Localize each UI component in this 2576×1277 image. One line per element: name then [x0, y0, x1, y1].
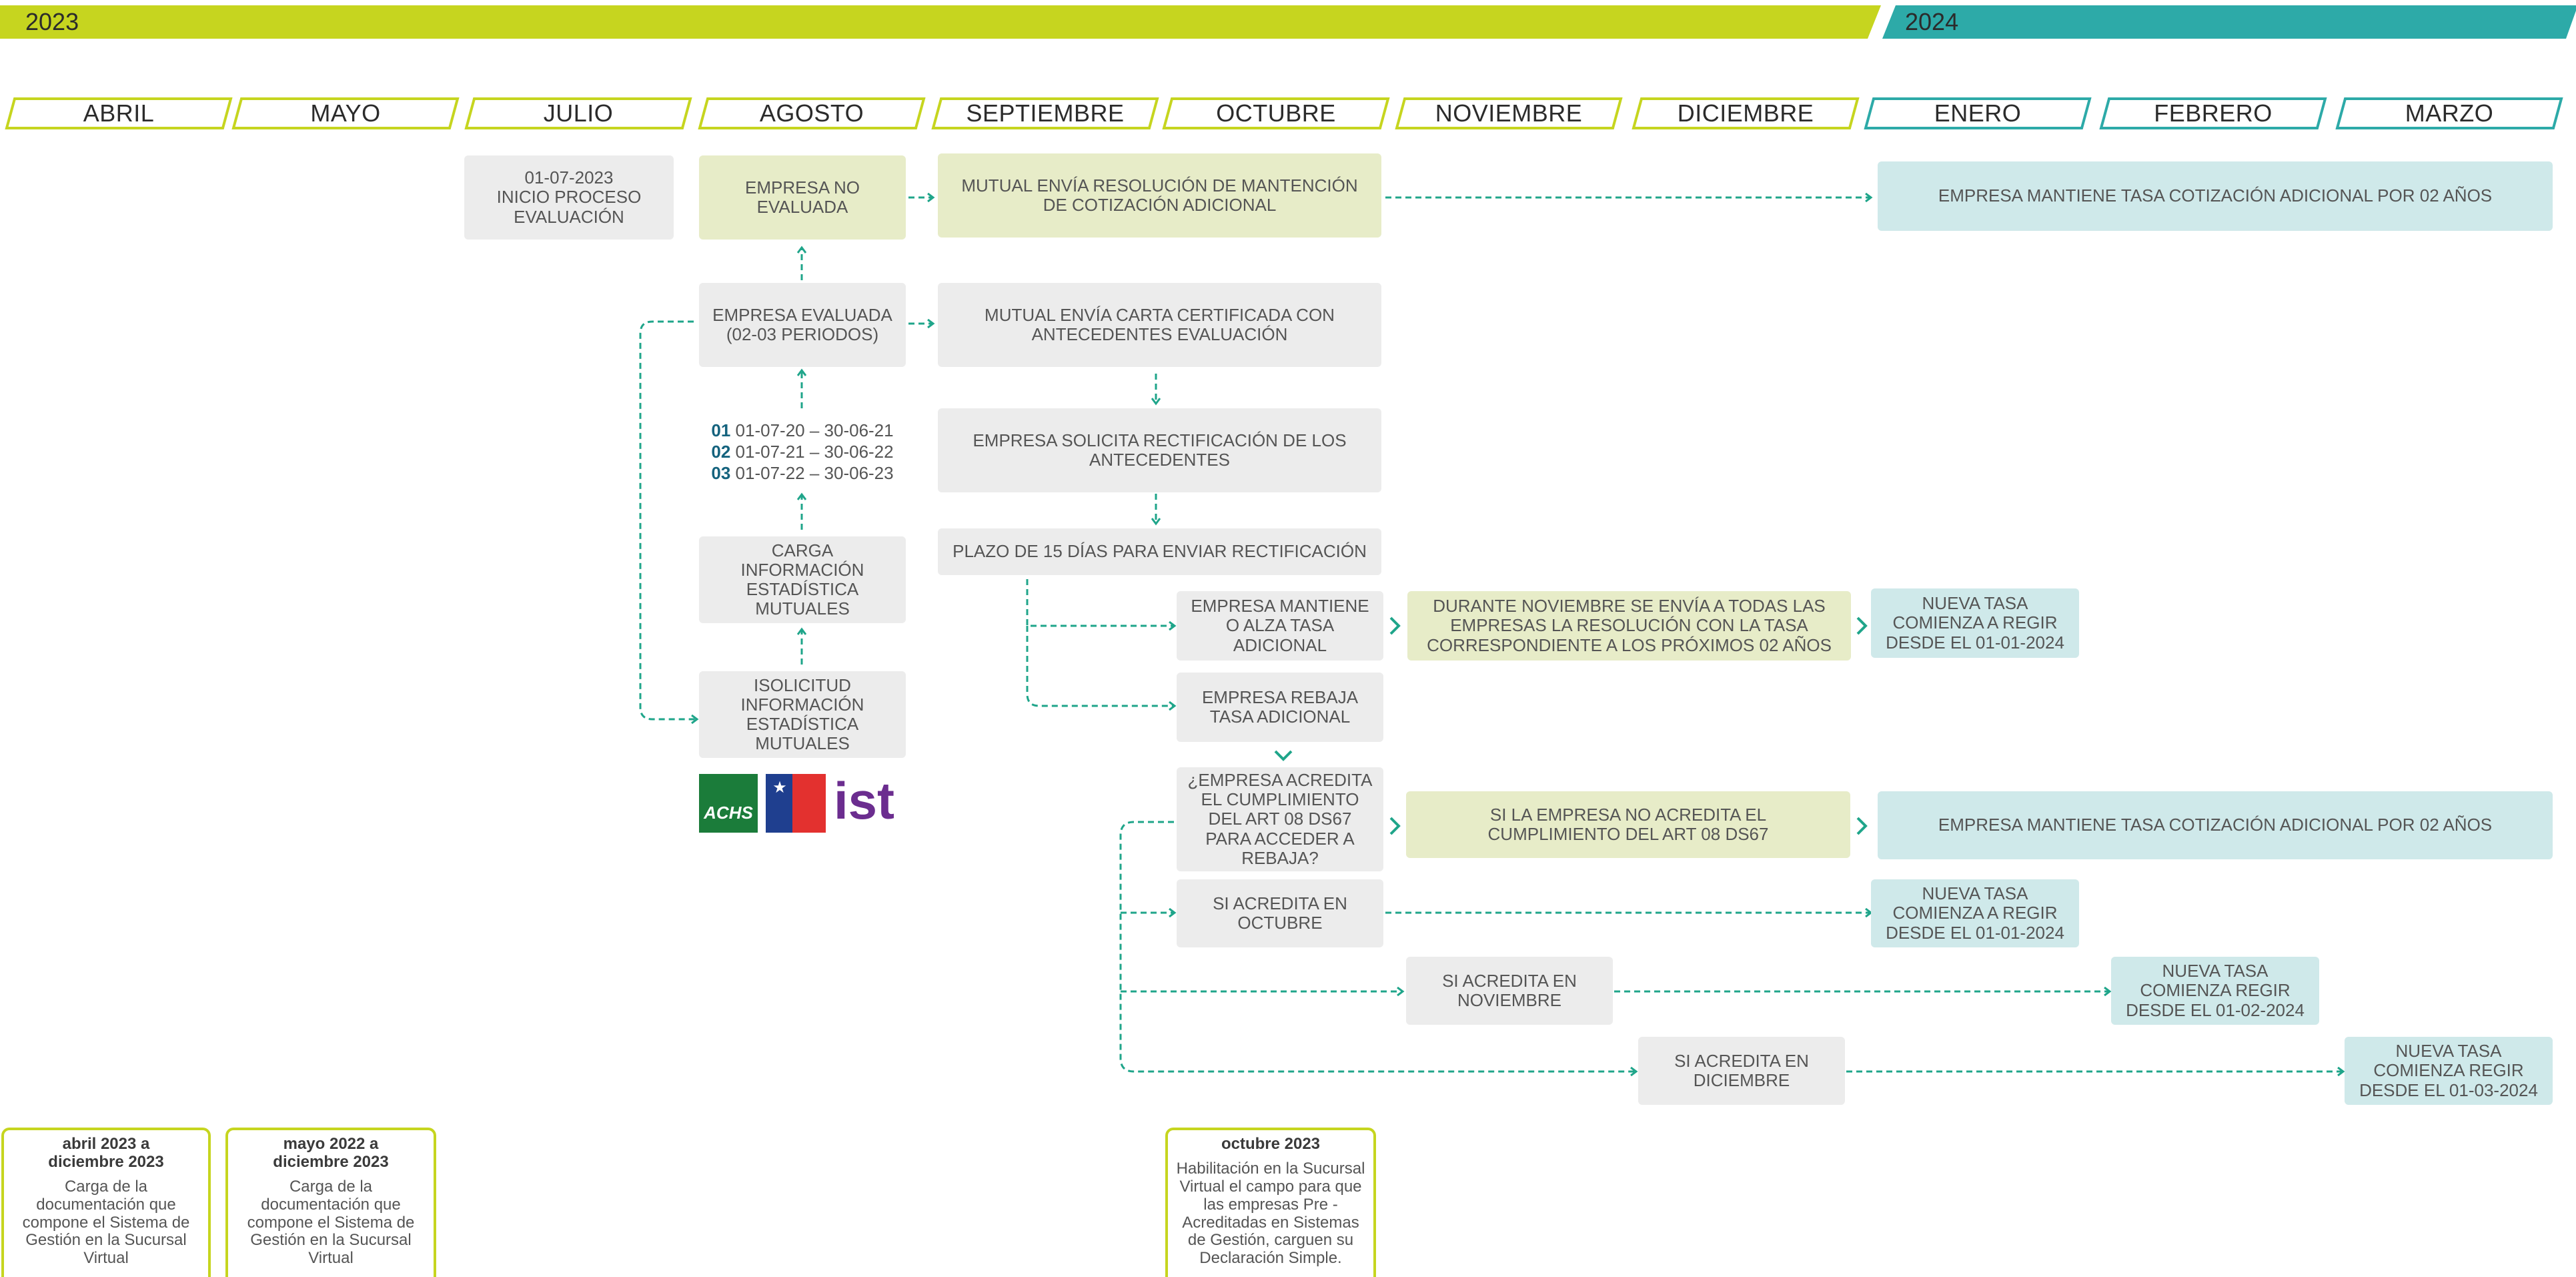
no-acredita-box: SI LA EMPRESA NO ACREDITA EL CUMPLIMIENT… [1406, 791, 1850, 858]
month-label: ABRIL [83, 99, 155, 127]
month-label: OCTUBRE [1216, 99, 1336, 127]
isl-star-icon: ★ [772, 779, 787, 797]
empresa-rebaja-box: EMPRESA REBAJA TASA ADICIONAL [1177, 673, 1383, 742]
acredita-diciembre-box: SI ACREDITA EN DICIEMBRE [1638, 1037, 1845, 1105]
note-title: abril 2023 a diciembre 2023 [48, 1135, 164, 1171]
solicita-rectificacion-box: EMPRESA SOLICITA RECTIFICACIÓN DE LOS AN… [938, 408, 1381, 492]
month-label: DICIEMBRE [1677, 99, 1814, 127]
chevron-down-icon [1274, 750, 1293, 761]
empresa-mantiene-alza-box: EMPRESA MANTIENE O ALZA TASA ADICIONAL [1177, 591, 1383, 661]
acredita-octubre-box: SI ACREDITA EN OCTUBRE [1177, 879, 1383, 947]
note-title: octubre 2023 [1221, 1135, 1321, 1153]
period-row: 01 01-07-20 – 30-06-21 [711, 420, 894, 441]
solicitud-informacion-box: ISOLICITUD INFORMACIÓN ESTADÍSTICA MUTUA… [699, 671, 906, 758]
nueva-tasa-box-1: NUEVA TASA COMIENZA A REGIR DESDE EL 01-… [1871, 588, 2079, 658]
arrow-question-branches [1119, 821, 1636, 1072]
month-enero: ENERO [1864, 97, 2092, 129]
ist-logo: ist [834, 771, 895, 830]
period-row: 02 01-07-21 – 30-06-22 [711, 442, 894, 462]
note-mayo-diciembre: mayo 2022 a diciembre 2023 Carga de la d… [225, 1128, 436, 1277]
month-label: SEPTIEMBRE [966, 99, 1125, 127]
month-label: NOVIEMBRE [1435, 99, 1583, 127]
month-septiembre: SEPTIEMBRE [931, 97, 1159, 129]
arrow-evaluada-loop-to-solicitud [639, 320, 696, 719]
month-label: AGOSTO [759, 99, 864, 127]
nueva-tasa-box-4: NUEVA TASA COMIENZA REGIR DESDE EL 01-03… [2345, 1037, 2553, 1105]
nueva-tasa-box-3: NUEVA TASA COMIENZA REGIR DESDE EL 01-02… [2111, 957, 2319, 1025]
month-febrero: FEBRERO [2099, 97, 2327, 129]
arrow-plazo-to-mantiene-alza [1026, 579, 1174, 626]
month-marzo: MARZO [2335, 97, 2563, 129]
note-octubre: octubre 2023 Habilitación en la Sucursal… [1165, 1128, 1376, 1277]
periodos-box: 01 01-07-20 – 30-06-21 02 01-07-21 – 30-… [699, 412, 906, 492]
chevron-right-icon [1856, 817, 1868, 835]
carga-informacion-box: CARGA INFORMACIÓN ESTADÍSTICA MUTUALES [699, 536, 906, 623]
chevron-right-icon [1389, 817, 1401, 835]
month-label: FEBRERO [2154, 99, 2273, 127]
period-row: 03 01-07-22 – 30-06-23 [711, 462, 894, 483]
note-body: Carga de la documentación que compone el… [22, 1177, 190, 1268]
month-noviembre: NOVIEMBRE [1395, 97, 1623, 129]
acredita-pregunta-box: ¿EMPRESA ACREDITA EL CUMPLIMIENTO DEL AR… [1177, 767, 1383, 871]
note-title: mayo 2022 a diciembre 2023 [273, 1135, 389, 1171]
achs-logo-text: ACHS [704, 803, 753, 823]
month-diciembre: DICIEMBRE [1632, 97, 1860, 129]
arrow-plazo-to-rebaja [1026, 626, 1174, 706]
month-label: JULIO [543, 99, 614, 127]
month-agosto: AGOSTO [698, 97, 926, 129]
achs-logo: ACHS [699, 774, 758, 833]
month-mayo: MAYO [231, 97, 460, 129]
year-label-2024: 2024 [1905, 8, 1959, 35]
empresa-evaluada-box: EMPRESA EVALUADA (02-03 PERIODOS) [699, 283, 906, 367]
month-label: MAYO [310, 99, 381, 127]
acredita-noviembre-box: SI ACREDITA EN NOVIEMBRE [1406, 957, 1613, 1025]
month-label: ENERO [1934, 99, 2022, 127]
month-julio: JULIO [464, 97, 692, 129]
month-octubre: OCTUBRE [1162, 97, 1390, 129]
year-bar-2023 [0, 5, 1881, 39]
chevron-right-icon [1856, 616, 1868, 635]
month-label: MARZO [2405, 99, 2494, 127]
durante-noviembre-box: DURANTE NOVIEMBRE SE ENVÍA A TODAS LAS E… [1407, 591, 1851, 661]
carta-certificada-box: MUTUAL ENVÍA CARTA CERTIFICADA CON ANTEC… [938, 283, 1381, 367]
isl-logo: ★ [766, 774, 826, 833]
inicio-proceso-box: 01-07-2023 INICIO PROCESO EVALUACIÓN [464, 155, 674, 240]
resolucion-mantencion-box: MUTUAL ENVÍA RESOLUCIÓN DE MANTENCIÓN DE… [938, 153, 1381, 238]
mantiene-tasa-box-top: EMPRESA MANTIENE TASA COTIZACIÓN ADICION… [1878, 161, 2553, 231]
mantiene-tasa-box-mid: EMPRESA MANTIENE TASA COTIZACIÓN ADICION… [1878, 791, 2553, 859]
isl-logo-red [792, 774, 826, 833]
nueva-tasa-box-2: NUEVA TASA COMIENZA A REGIR DESDE EL 01-… [1871, 879, 2079, 947]
year-bar-2024 [1882, 5, 2576, 39]
month-abril: ABRIL [5, 97, 233, 129]
note-body: Carga de la documentación que compone el… [247, 1177, 415, 1268]
chevron-right-icon [1389, 616, 1401, 635]
plazo-box: PLAZO DE 15 DÍAS PARA ENVIAR RECTIFICACI… [938, 528, 1381, 575]
empresa-no-evaluada-box: EMPRESA NO EVALUADA [699, 155, 906, 240]
note-body: Habilitación en la Sucursal Virtual el c… [1176, 1159, 1365, 1268]
year-label-2023: 2023 [25, 8, 79, 35]
note-abril-diciembre: abril 2023 a diciembre 2023 Carga de la … [1, 1128, 211, 1277]
